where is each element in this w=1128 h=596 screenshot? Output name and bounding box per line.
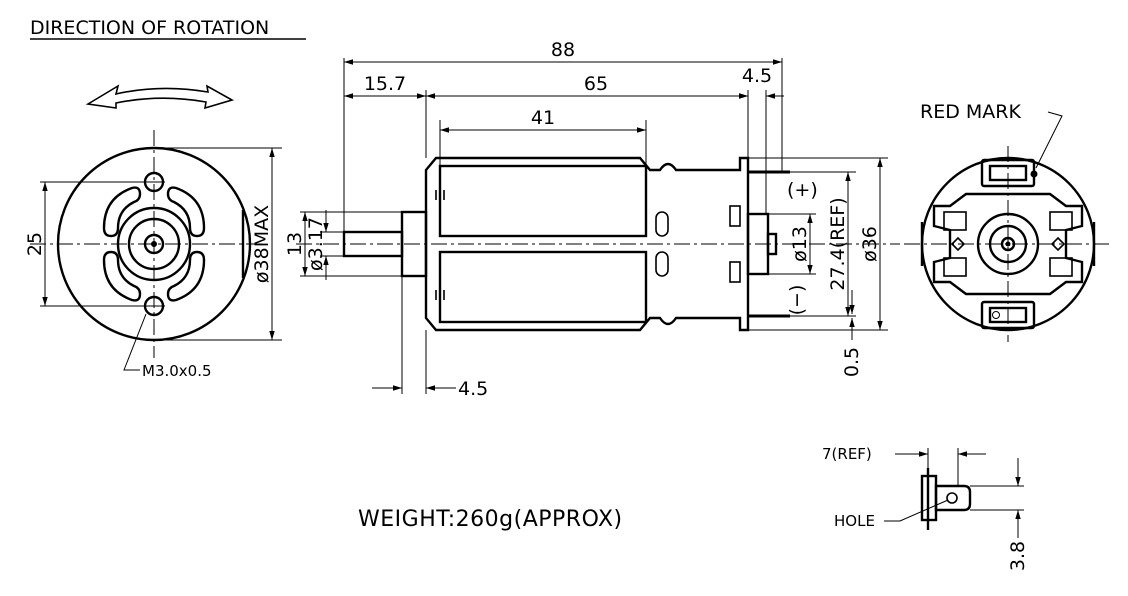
dim-terminal-length: 7(REF) [822, 445, 872, 463]
dim-shaft-length: 15.7 [364, 73, 406, 95]
terminal-detail: 7(REF) 3.8 HOLE [822, 445, 1029, 571]
dim-magnet-length: 41 [531, 107, 555, 129]
dim-terminal-width: 3.8 [1007, 541, 1029, 571]
positive-terminal-label: (+) [787, 179, 818, 201]
mount-screw-label: M3.0x0.5 [142, 362, 212, 380]
dim-body-diameter: ø36 [859, 226, 881, 262]
front-view: 25 ø38MAX M3.0x0.5 [24, 130, 282, 380]
vent-slot [166, 186, 206, 238]
vent-slot [166, 250, 206, 302]
rear-view: RED MARK [904, 101, 1112, 342]
weight-note: WEIGHT:260g(APPROX) [358, 507, 623, 532]
dim-body-length: 65 [584, 73, 608, 95]
dim-boss-diameter: 13 [284, 232, 306, 256]
dim-hole-spacing: 25 [24, 232, 46, 256]
hole-label: HOLE [834, 512, 875, 530]
dim-front-step: 4.5 [458, 378, 488, 400]
rotation-arrow-icon [85, 84, 235, 110]
dim-terminal-offset: 4.5 [742, 65, 772, 87]
dim-shaft-diameter: ø3.17 [305, 217, 327, 271]
vent-slot [102, 250, 142, 302]
dim-rear-boss: ø13 [789, 226, 811, 262]
red-mark-label: RED MARK [920, 101, 1021, 123]
dim-overall-length: 88 [551, 39, 575, 61]
dim-terminal-span: 27.4(REF) [827, 197, 849, 290]
vent-slot [102, 186, 142, 238]
negative-terminal-label: (−) [786, 285, 808, 316]
drawing-title: DIRECTION OF ROTATION [30, 17, 269, 39]
title-block: DIRECTION OF ROTATION [30, 17, 306, 40]
dim-terminal-thickness: 0.5 [841, 347, 863, 377]
dim-front-diameter: ø38MAX [251, 205, 273, 283]
side-view: 88 15.7 65 4.5 41 4.5 13 ø3.17 ø13 (+ [284, 39, 900, 400]
